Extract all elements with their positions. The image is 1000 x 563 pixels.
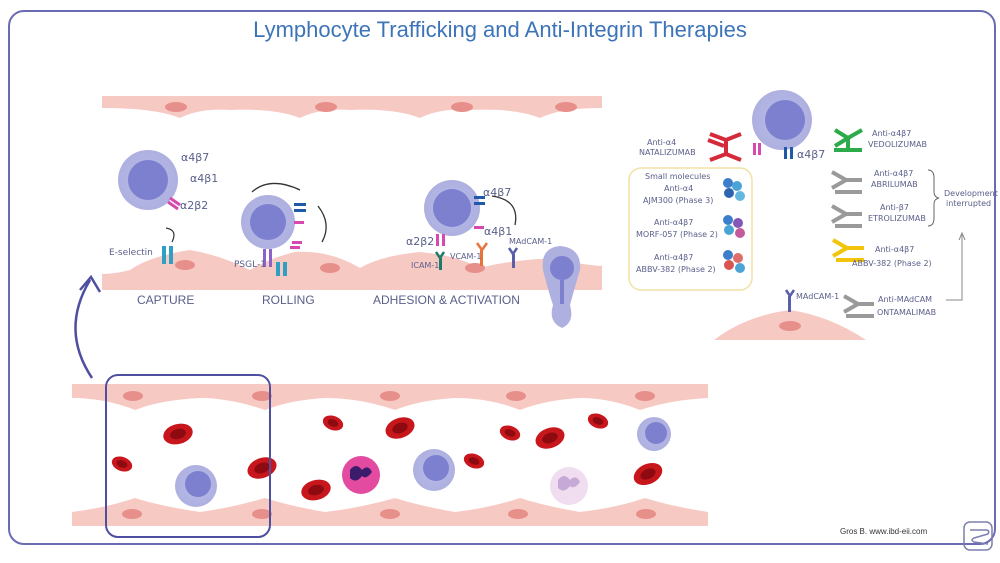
sm-1-name: AJM300 (Phase 3) <box>643 196 713 205</box>
rolling-lymphocyte <box>241 195 306 267</box>
capture-arrow <box>165 227 175 243</box>
abrilumab-antibody-icon <box>831 170 862 194</box>
eosinophil-icon <box>550 467 588 505</box>
rolling-arrow-right <box>317 205 327 243</box>
highlight-arrow-icon <box>74 279 94 379</box>
ontamalimab-bracket-line <box>946 235 963 301</box>
natalizumab-antibody-icon <box>707 132 742 162</box>
abbv-382-antibody-icon <box>832 238 864 262</box>
label-psgl-1: PSGL-1 <box>234 260 266 270</box>
adhesion-lymphocyte <box>424 180 485 246</box>
therapy-label-a4b7: α4β7 <box>797 148 825 161</box>
vedolizumab-target: Anti-α4β7 <box>872 129 911 138</box>
sm-3-target: Anti-α4β7 <box>654 253 693 262</box>
lower-vessel-wall <box>102 250 602 290</box>
vedolizumab-antibody-icon <box>833 128 863 152</box>
vcam-1-receptor <box>475 242 489 266</box>
small-molecule-cluster-3-icon <box>723 250 745 273</box>
label-a4b7: α4β7 <box>181 151 209 164</box>
highlight-arrow-head-icon <box>79 274 102 293</box>
label-e-selectin: E-selectin <box>109 248 153 258</box>
label-a2b2: α2β2 <box>180 199 208 212</box>
label-madcam-1: MAdCAM-1 <box>509 237 552 246</box>
diagram-frame <box>8 10 996 545</box>
small-molecule-cluster-1-icon <box>723 178 745 201</box>
abrilumab-target: Anti-α4β7 <box>874 169 913 178</box>
sm-2-target: Anti-α4β7 <box>654 218 693 227</box>
adhesion-arrow <box>491 195 517 226</box>
transmigrating-lymphocyte <box>542 246 581 328</box>
small-molecules-box <box>628 167 753 291</box>
label-adhesion-a4b7: α4β7 <box>483 186 511 199</box>
etrolizumab-target: Anti-β7 <box>880 203 909 212</box>
natalizumab-name: NATALIZUMAB <box>639 148 696 157</box>
credit-text: Gros B. www.ibd-eii.com <box>840 527 928 536</box>
sm-2-name: MORF-057 (Phase 2) <box>636 230 718 239</box>
label-adhesion-a2b2: α2β2 <box>406 235 434 248</box>
madcam-endothelial-cell <box>714 289 866 340</box>
abbv-right-target: Anti-α4β7 <box>875 245 914 254</box>
psgl-1-ligand <box>276 262 287 276</box>
label-a4b1: α4β1 <box>190 172 218 185</box>
label-icam-1: ICAM-1 <box>411 261 439 270</box>
highlight-box <box>105 374 271 538</box>
natalizumab-target: Anti-α4 <box>647 138 676 147</box>
ontamalimab-name: ONTAMALIMAB <box>877 308 936 317</box>
blood-vessel-bottom-wall <box>72 498 708 526</box>
ontamalimab-antibody-icon <box>843 294 874 318</box>
ontamalimab-arrow-icon <box>958 231 966 241</box>
small-molecules-header: Small molecules <box>645 172 710 181</box>
vessel-lymphocytes <box>175 417 671 507</box>
diagram-title: Lymphocyte Trafficking and Anti-Integrin… <box>253 17 747 42</box>
sm-1-target: Anti-α4 <box>664 184 693 193</box>
abrilumab-name: ABRILUMAB <box>871 180 918 189</box>
development-note-line-1: Development <box>944 189 998 198</box>
e-selectin-receptor <box>162 246 173 264</box>
label-adhesion-a4b1: α4β1 <box>484 225 512 238</box>
stage-capture: CAPTURE <box>137 293 194 307</box>
stage-rolling: ROLLING <box>262 293 315 307</box>
stage-adhesion: ADHESION & ACTIVATION <box>373 293 520 307</box>
etrolizumab-antibody-icon <box>831 204 862 228</box>
therapy-label-madcam-1: MAdCAM-1 <box>796 292 839 301</box>
vedolizumab-name: VEDOLIZUMAB <box>868 140 927 149</box>
therapy-lymphocyte <box>752 90 812 159</box>
capture-lymphocyte <box>118 150 181 211</box>
blood-vessel-top-wall <box>72 384 708 410</box>
sm-3-name: ABBV-382 (Phase 2) <box>636 265 716 274</box>
abbv-right-name: ABBV-382 (Phase 2) <box>852 259 932 268</box>
intestine-logo-icon <box>963 521 993 551</box>
icam-1-receptor <box>434 251 446 270</box>
interrupted-brace <box>927 169 940 227</box>
ontamalimab-target: Anti-MAdCAM <box>878 295 932 304</box>
neutrophil-icon <box>342 456 380 494</box>
etrolizumab-name: ETROLIZUMAB <box>868 214 926 223</box>
small-molecule-cluster-2-icon <box>723 215 745 238</box>
development-note-line-2: interrupted <box>946 199 991 208</box>
upper-vessel-wall <box>102 96 602 118</box>
label-vcam-1: VCAM-1 <box>450 252 481 261</box>
madcam-1-receptor <box>507 247 519 268</box>
rolling-arrow-top <box>251 182 301 193</box>
